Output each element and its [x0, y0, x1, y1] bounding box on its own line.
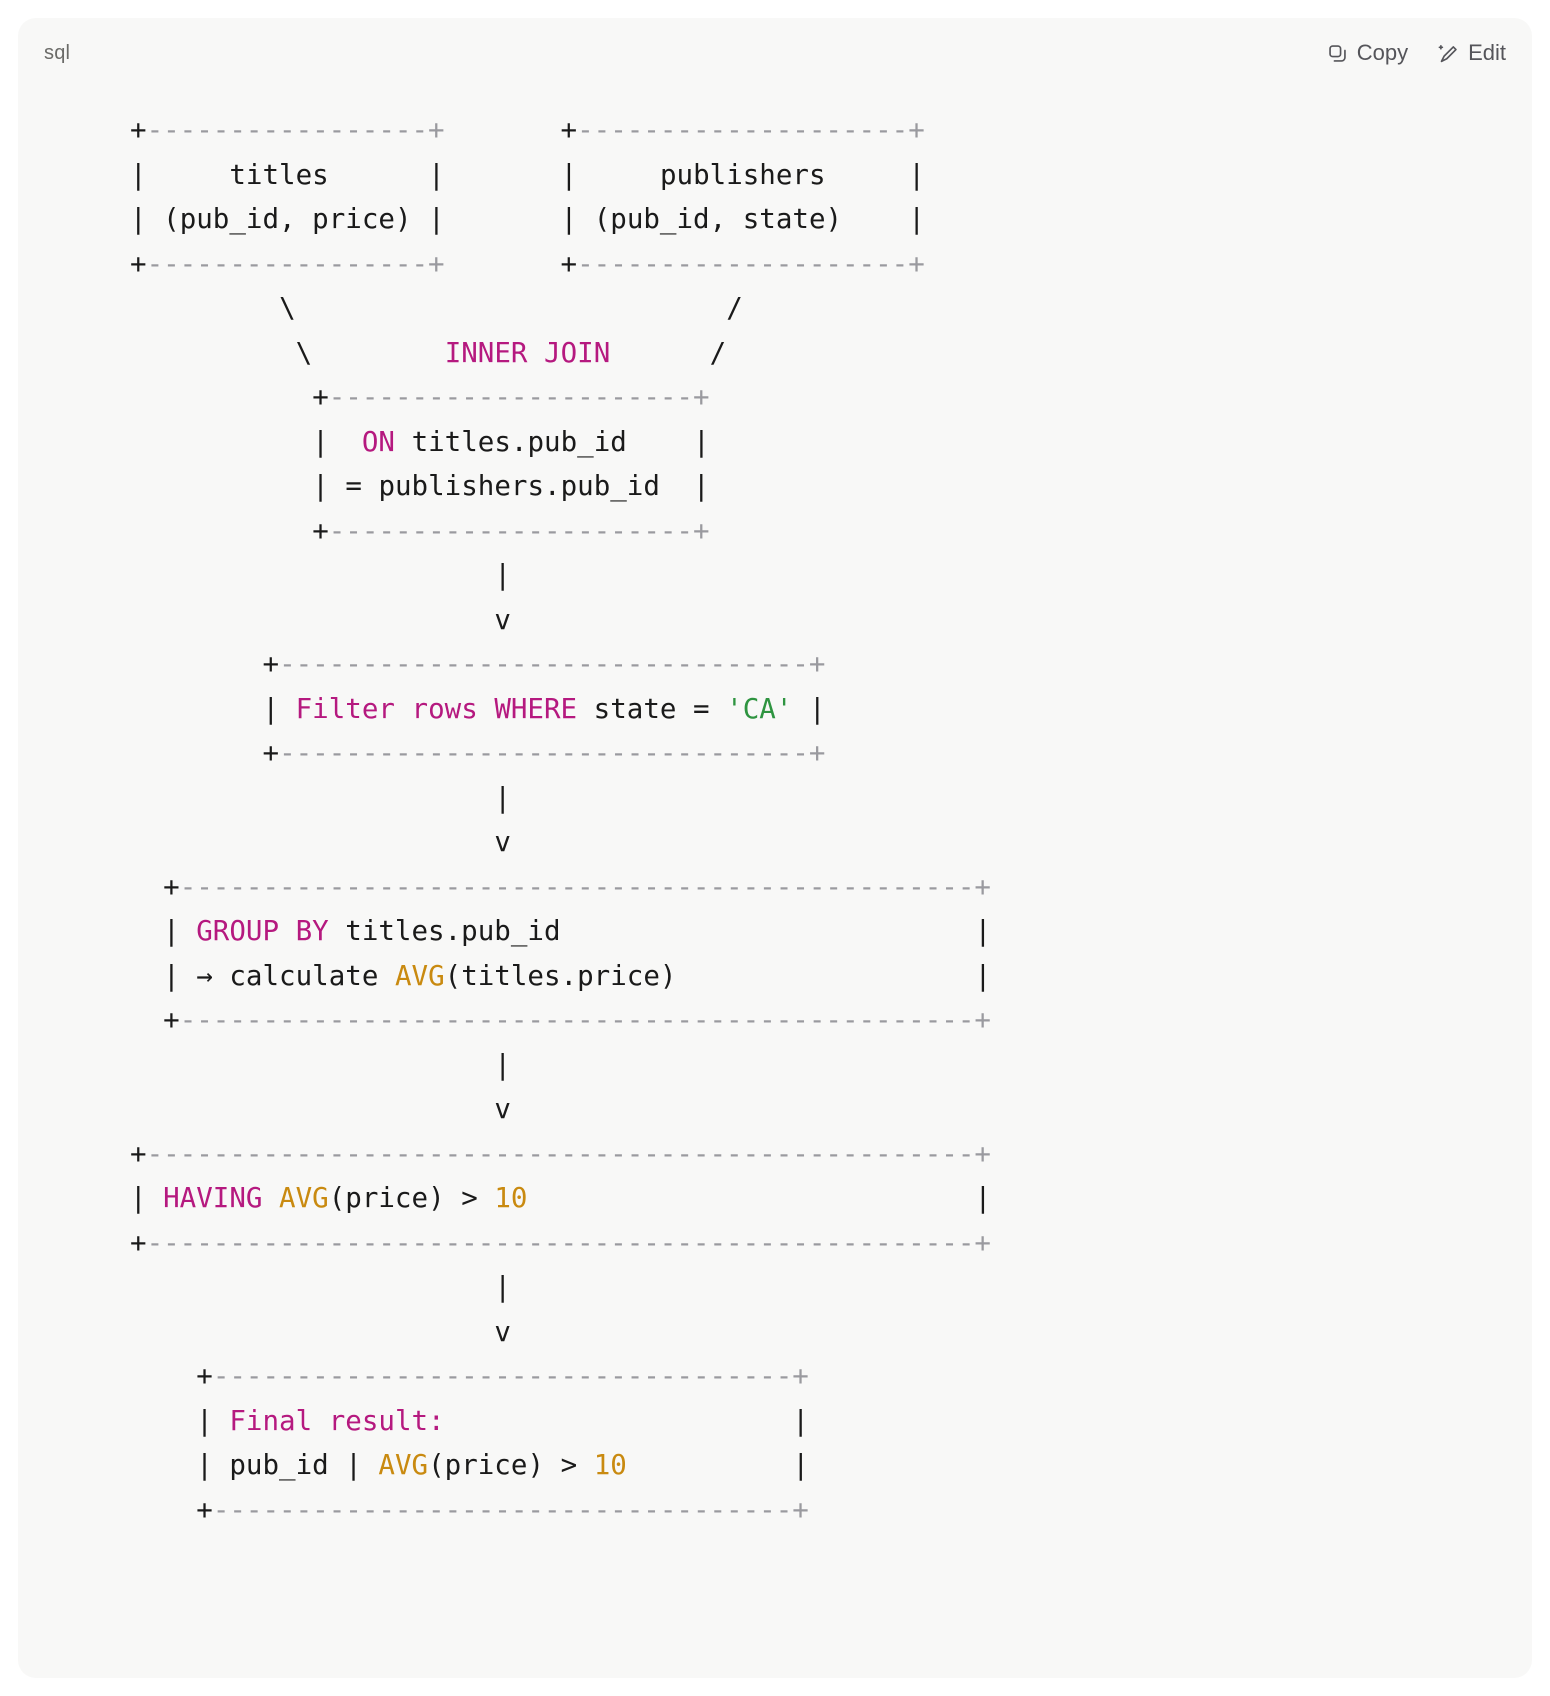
code-block-header: sql Copy: [18, 18, 1532, 88]
code-block-body: +-----------------+ +-------------------…: [18, 88, 1532, 1572]
copy-button-label: Copy: [1356, 40, 1409, 65]
header-actions: Copy Edit: [1327, 42, 1506, 64]
ascii-diagram-code: +-----------------+ +-------------------…: [130, 114, 992, 1526]
edit-sparkle-icon: [1438, 43, 1459, 64]
edit-button-label: Edit: [1468, 40, 1506, 65]
ascii-diagram: +-----------------+ +-------------------…: [18, 108, 1532, 1532]
language-label: sql: [44, 41, 71, 64]
code-block-card: sql Copy: [18, 18, 1532, 1678]
edit-button[interactable]: Edit: [1438, 42, 1506, 64]
copy-icon: [1327, 43, 1348, 64]
copy-button[interactable]: Copy: [1327, 42, 1408, 64]
